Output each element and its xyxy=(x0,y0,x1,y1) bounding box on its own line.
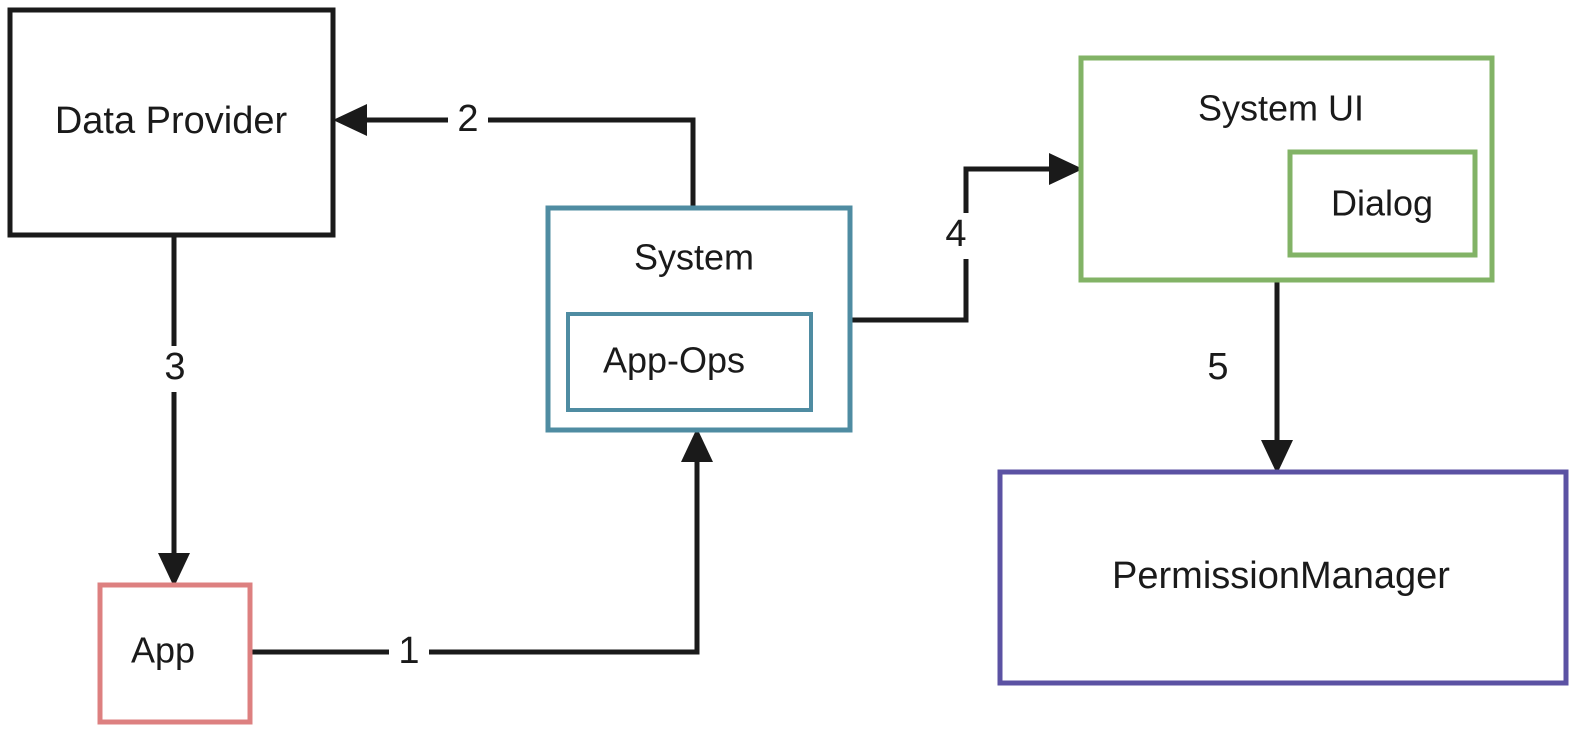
node-dialog[interactable]: Dialog xyxy=(1287,149,1478,258)
edge-4-label: 4 xyxy=(945,213,966,255)
app-ops-label: App-Ops xyxy=(603,340,745,381)
edge-3-label: 3 xyxy=(164,346,185,388)
data-provider-box[interactable] xyxy=(7,7,336,238)
edge-2-label-bg xyxy=(448,98,488,142)
edge-group-2[interactable]: 2 xyxy=(333,98,696,208)
edge-3-label-bg xyxy=(155,346,195,392)
app-box[interactable] xyxy=(97,582,253,725)
system-label: System xyxy=(634,237,754,278)
edge-group-5[interactable]: 5 xyxy=(1207,280,1293,474)
dialog-label: Dialog xyxy=(1331,183,1433,224)
edge-4-label-bg xyxy=(936,213,976,259)
permission-manager-box[interactable] xyxy=(997,469,1569,686)
app-ops-box[interactable] xyxy=(566,312,813,412)
edge-group-1[interactable]: 1 xyxy=(252,428,713,674)
edge-group-4[interactable]: 4 xyxy=(850,153,1083,323)
edge-1-label-bg xyxy=(389,630,429,674)
permission-manager-label: PermissionManager xyxy=(1112,555,1450,597)
data-provider-label: Data Provider xyxy=(55,100,288,142)
edge-2-label: 2 xyxy=(457,98,478,140)
app-label: App xyxy=(131,630,195,671)
edge-2-line[interactable] xyxy=(345,117,696,208)
edge-2-arrowhead xyxy=(333,104,367,136)
node-data-provider[interactable]: Data Provider xyxy=(7,7,336,238)
edge-1-label: 1 xyxy=(398,630,419,672)
node-app[interactable]: App xyxy=(97,582,253,725)
system-ui-label: System UI xyxy=(1198,88,1364,129)
edge-1-line[interactable] xyxy=(252,440,700,655)
edge-4-arrowhead xyxy=(1049,153,1083,185)
edge-5-arrowhead xyxy=(1261,440,1293,474)
edge-5-label: 5 xyxy=(1207,346,1228,388)
dialog-box[interactable] xyxy=(1287,149,1478,258)
edge-group-3[interactable]: 3 xyxy=(155,235,195,587)
node-permission-manager[interactable]: PermissionManager xyxy=(997,469,1569,686)
edge-1-arrowhead xyxy=(681,428,713,462)
node-app-ops[interactable]: App-Ops xyxy=(566,312,813,412)
edge-3-arrowhead xyxy=(158,553,190,587)
